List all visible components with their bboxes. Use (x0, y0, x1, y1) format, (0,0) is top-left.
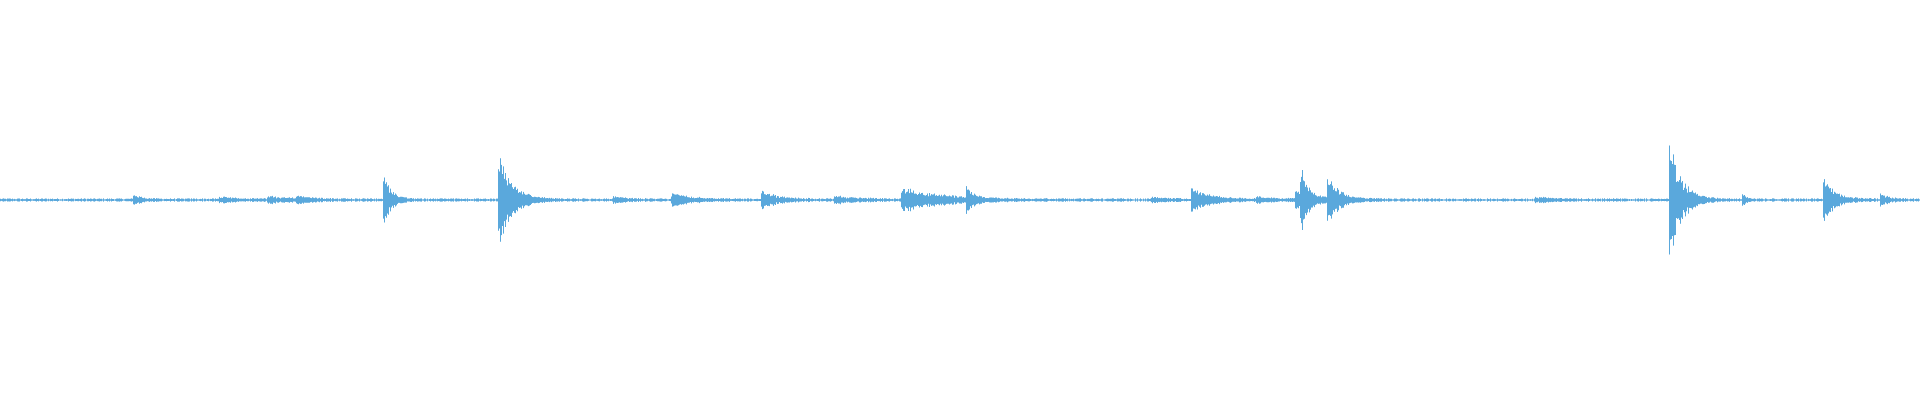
waveform-channel (0, 145, 1920, 255)
